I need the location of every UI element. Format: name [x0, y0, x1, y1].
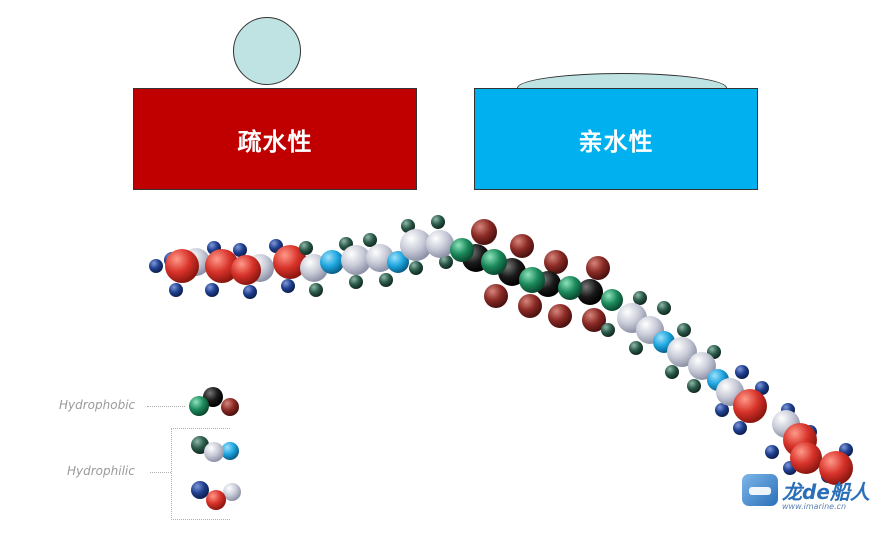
- chain-atom-darkgreen: [601, 323, 615, 337]
- chain-atom-navy: [733, 421, 747, 435]
- chain-atom-maroon: [471, 219, 497, 245]
- legend-hydrophilic-red-atom: [206, 490, 226, 510]
- chain-atom-navy: [169, 283, 183, 297]
- hydrophilic-panel-label: 亲水性: [578, 127, 654, 156]
- chain-atom-silver: [366, 244, 394, 272]
- legend-hydrophilic-label: Hydrophilic: [67, 464, 135, 478]
- chain-atom-navy: [715, 403, 729, 417]
- chain-atom-maroon: [582, 308, 606, 332]
- chain-atom-navy: [205, 283, 219, 297]
- legend-molecules: [189, 387, 241, 510]
- chain-atom-red: [273, 245, 307, 279]
- legend-hydrophilic-bracket: [171, 428, 230, 520]
- chain-atom-green: [519, 267, 545, 293]
- chain-atom-red: [231, 255, 261, 285]
- chain-atom-navy: [233, 243, 247, 257]
- chain-atom-darkgreen: [629, 341, 643, 355]
- chain-atom-cyan: [387, 251, 409, 273]
- legend-hydrophilic-leader: [150, 472, 171, 473]
- watermark-brand-text: 龙de船人: [782, 480, 870, 504]
- chain-atom-red: [165, 249, 199, 283]
- legend-hydrophobic-label: Hydrophobic: [59, 398, 136, 412]
- chain-atom-navy: [765, 445, 779, 459]
- hydrophobic-surface-panel: 疏水性: [133, 88, 417, 190]
- chain-atom-navy: [735, 365, 749, 379]
- chain-atom-silver: [667, 337, 697, 367]
- chain-atom-maroon: [484, 284, 508, 308]
- chain-atom-maroon: [586, 256, 610, 280]
- ship-logo-icon: [742, 474, 778, 506]
- chain-atom-silver: [426, 230, 454, 258]
- chain-atom-green: [481, 249, 507, 275]
- chain-atom-darkgreen: [299, 241, 313, 255]
- chain-atom-darkgreen: [439, 255, 453, 269]
- chain-atom-maroon: [510, 234, 534, 258]
- legend-hydrophobic-leader: [147, 406, 185, 407]
- legend-hydrophobic-green-atom: [189, 396, 209, 416]
- watermark-logo: 龙de船人 www.imarine.cn: [742, 474, 876, 516]
- chain-atom-darkgreen: [401, 219, 415, 233]
- chain-atom-red: [819, 451, 853, 485]
- chain-atom-darkgreen: [687, 379, 701, 393]
- chain-atom-darkgreen: [657, 301, 671, 315]
- chain-atom-black: [577, 279, 603, 305]
- chain-atom-darkgreen: [665, 365, 679, 379]
- chain-atom-silver: [688, 352, 716, 380]
- watermark-url: www.imarine.cn: [782, 502, 847, 511]
- chain-atom-darkgreen: [633, 291, 647, 305]
- chain-atom-darkgreen: [431, 215, 445, 229]
- chain-atom-navy: [243, 285, 257, 299]
- water-droplet-beaded: [233, 17, 301, 85]
- chain-atom-darkgreen: [409, 261, 423, 275]
- legend-hydrophobic-maroon-atom: [221, 398, 239, 416]
- chain-atom-darkgreen: [379, 273, 393, 287]
- legend-hydrophilic-silver-atom: [204, 442, 224, 462]
- polymer-chain: [149, 215, 853, 485]
- hydrophilic-surface-panel: 亲水性: [474, 88, 758, 190]
- chain-atom-green: [558, 276, 582, 300]
- chain-atom-darkgreen: [677, 323, 691, 337]
- hydrophobic-panel-label: 疏水性: [237, 127, 313, 156]
- chain-atom-maroon: [544, 250, 568, 274]
- chain-atom-silver: [400, 229, 432, 261]
- chain-atom-navy: [149, 259, 163, 273]
- chain-atom-darkgreen: [349, 275, 363, 289]
- legend-hydrophilic-navy-atom: [191, 481, 209, 499]
- chain-atom-red: [733, 389, 767, 423]
- chain-atom-darkgreen: [309, 283, 323, 297]
- chain-atom-cyan: [320, 250, 344, 274]
- chain-atom-green: [601, 289, 623, 311]
- chain-atom-silver: [341, 245, 371, 275]
- chain-atom-red: [205, 249, 239, 283]
- chain-atom-darkgreen: [363, 233, 377, 247]
- chain-atom-maroon: [548, 304, 572, 328]
- legend-hydrophilic-silver-atom-2: [223, 483, 241, 501]
- legend-hydrophilic-cyan-atom: [221, 442, 239, 460]
- chain-atom-green: [450, 238, 474, 262]
- chain-atom-navy: [281, 279, 295, 293]
- chain-atom-maroon: [518, 294, 542, 318]
- chain-atom-red: [790, 442, 822, 474]
